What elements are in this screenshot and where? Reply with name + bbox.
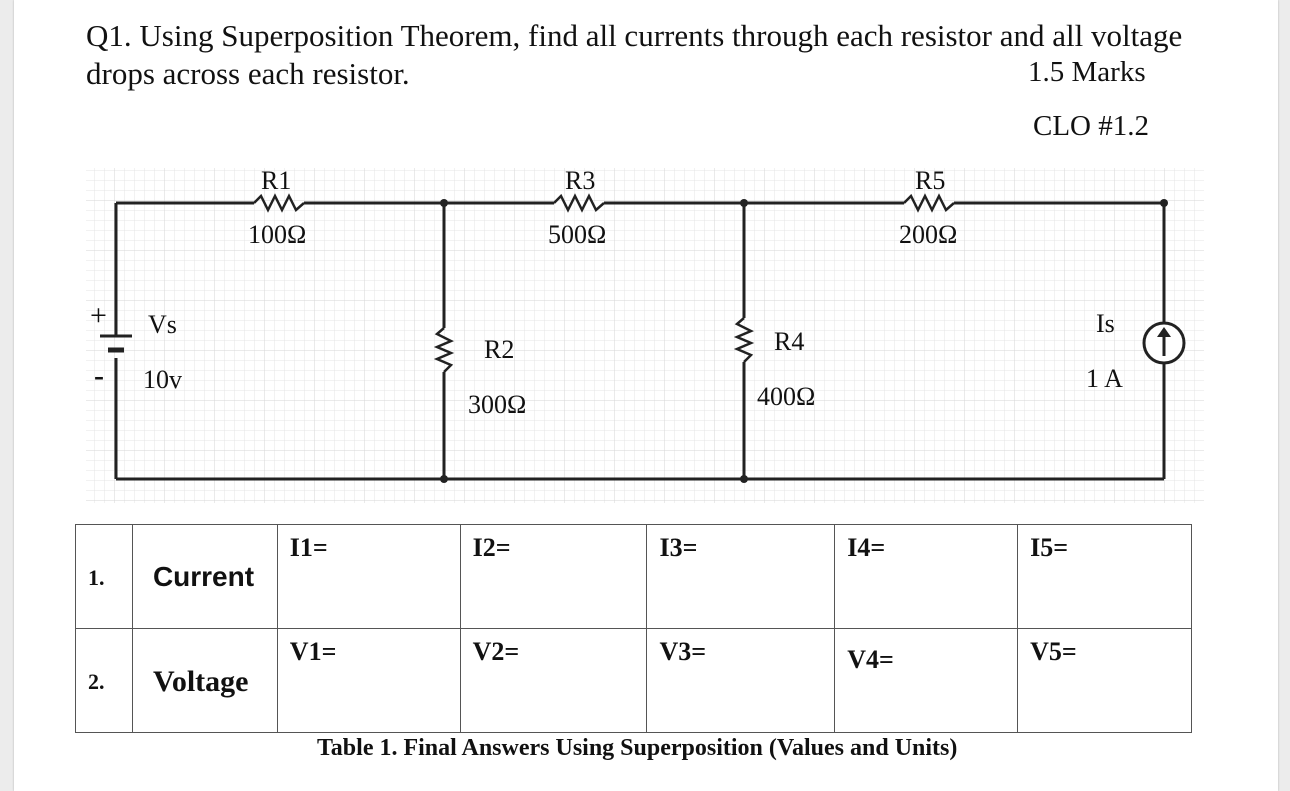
r4-resistor-symbol [733, 317, 755, 363]
current-source-name-label: Is [1096, 309, 1115, 338]
row-label-current: Current [152, 561, 255, 592]
r5-resistor-symbol [903, 193, 955, 213]
row-label-voltage: Voltage [152, 665, 249, 698]
row-label-cell: Voltage [131, 628, 278, 733]
r4-value-label: 400Ω [757, 382, 815, 411]
cell-label-v2: V2= [472, 637, 520, 666]
source-minus-label: - [94, 359, 104, 392]
r2-resistor-symbol [433, 327, 455, 373]
cell-label-v4: V4= [847, 645, 894, 674]
r2-value-label: 300Ω [468, 390, 526, 419]
document-page: Q1. Using Superposition Theorem, find al… [14, 0, 1278, 791]
answer-cell-v3[interactable]: V3= [646, 628, 836, 733]
voltage-source-symbol [100, 334, 132, 353]
answer-cell-v5[interactable]: V5= [1017, 628, 1192, 733]
r4-name-label: R4 [774, 327, 804, 356]
answer-cell-v4[interactable]: V4= [834, 628, 1019, 733]
r3-value-label: 500Ω [548, 220, 606, 249]
r1-resistor-symbol [253, 193, 305, 213]
row-number-cell: 1. [75, 524, 133, 629]
answer-cell-i1[interactable]: I1= [276, 524, 461, 629]
question-text-line2: drops across each resistor. [86, 56, 410, 91]
cell-label-i3: I3= [659, 533, 698, 562]
circuit-wires [114, 201, 1166, 481]
table-row-current: 1. Current I1= I2= I3= I4= I5= [75, 524, 1192, 629]
row-number: 2. [88, 669, 105, 694]
row-number-cell: 2. [75, 628, 133, 733]
answer-cell-v1[interactable]: V1= [276, 628, 461, 733]
clo-label: CLO #1.2 [1033, 110, 1149, 142]
answer-cell-i5[interactable]: I5= [1017, 524, 1192, 629]
source-plus-label: + [90, 299, 107, 332]
current-source-value-label: 1 A [1086, 364, 1123, 393]
row-label-cell: Current [131, 524, 278, 629]
row-number: 1. [88, 565, 105, 590]
cell-label-i1: I1= [289, 533, 328, 562]
r2-name-label: R2 [484, 335, 514, 364]
answer-cell-i3[interactable]: I3= [646, 524, 836, 629]
source-name-label: Vs [148, 310, 177, 339]
cell-label-i4: I4= [847, 533, 886, 562]
cell-label-v5: V5= [1030, 637, 1077, 666]
cell-label-v3: V3= [659, 637, 707, 666]
question-text-line1: Q1. Using Superposition Theorem, find al… [86, 18, 1183, 53]
junction-dots [440, 199, 1168, 483]
source-value-label: 10v [143, 365, 182, 394]
answer-cell-i4[interactable]: I4= [834, 524, 1019, 629]
grid-background [86, 168, 1204, 503]
current-source-symbol [1142, 321, 1186, 365]
r5-value-label: 200Ω [899, 220, 957, 249]
table-caption: Table 1. Final Answers Using Superpositi… [317, 735, 958, 761]
r1-value-label: 100Ω [248, 220, 306, 249]
cell-label-i5: I5= [1030, 533, 1069, 562]
r3-resistor-symbol [553, 193, 605, 213]
r5-name-label: R5 [915, 166, 945, 195]
r3-name-label: R3 [565, 166, 595, 195]
answers-table: 1. Current I1= I2= I3= I4= I5= 2. Voltag… [75, 524, 1192, 733]
r1-name-label: R1 [261, 166, 291, 195]
answer-cell-v2[interactable]: V2= [459, 628, 648, 733]
cell-label-v1: V1= [289, 637, 337, 666]
cell-label-i2: I2= [472, 533, 511, 562]
circuit-diagram: + - Vs 10v R1 100Ω R3 500Ω R5 200Ω R2 30… [86, 166, 1204, 503]
table-row-voltage: 2. Voltage V1= V2= V3= V4= V5= [75, 628, 1192, 733]
marks-label: 1.5 Marks [1028, 56, 1146, 88]
answer-cell-i2[interactable]: I2= [459, 524, 648, 629]
